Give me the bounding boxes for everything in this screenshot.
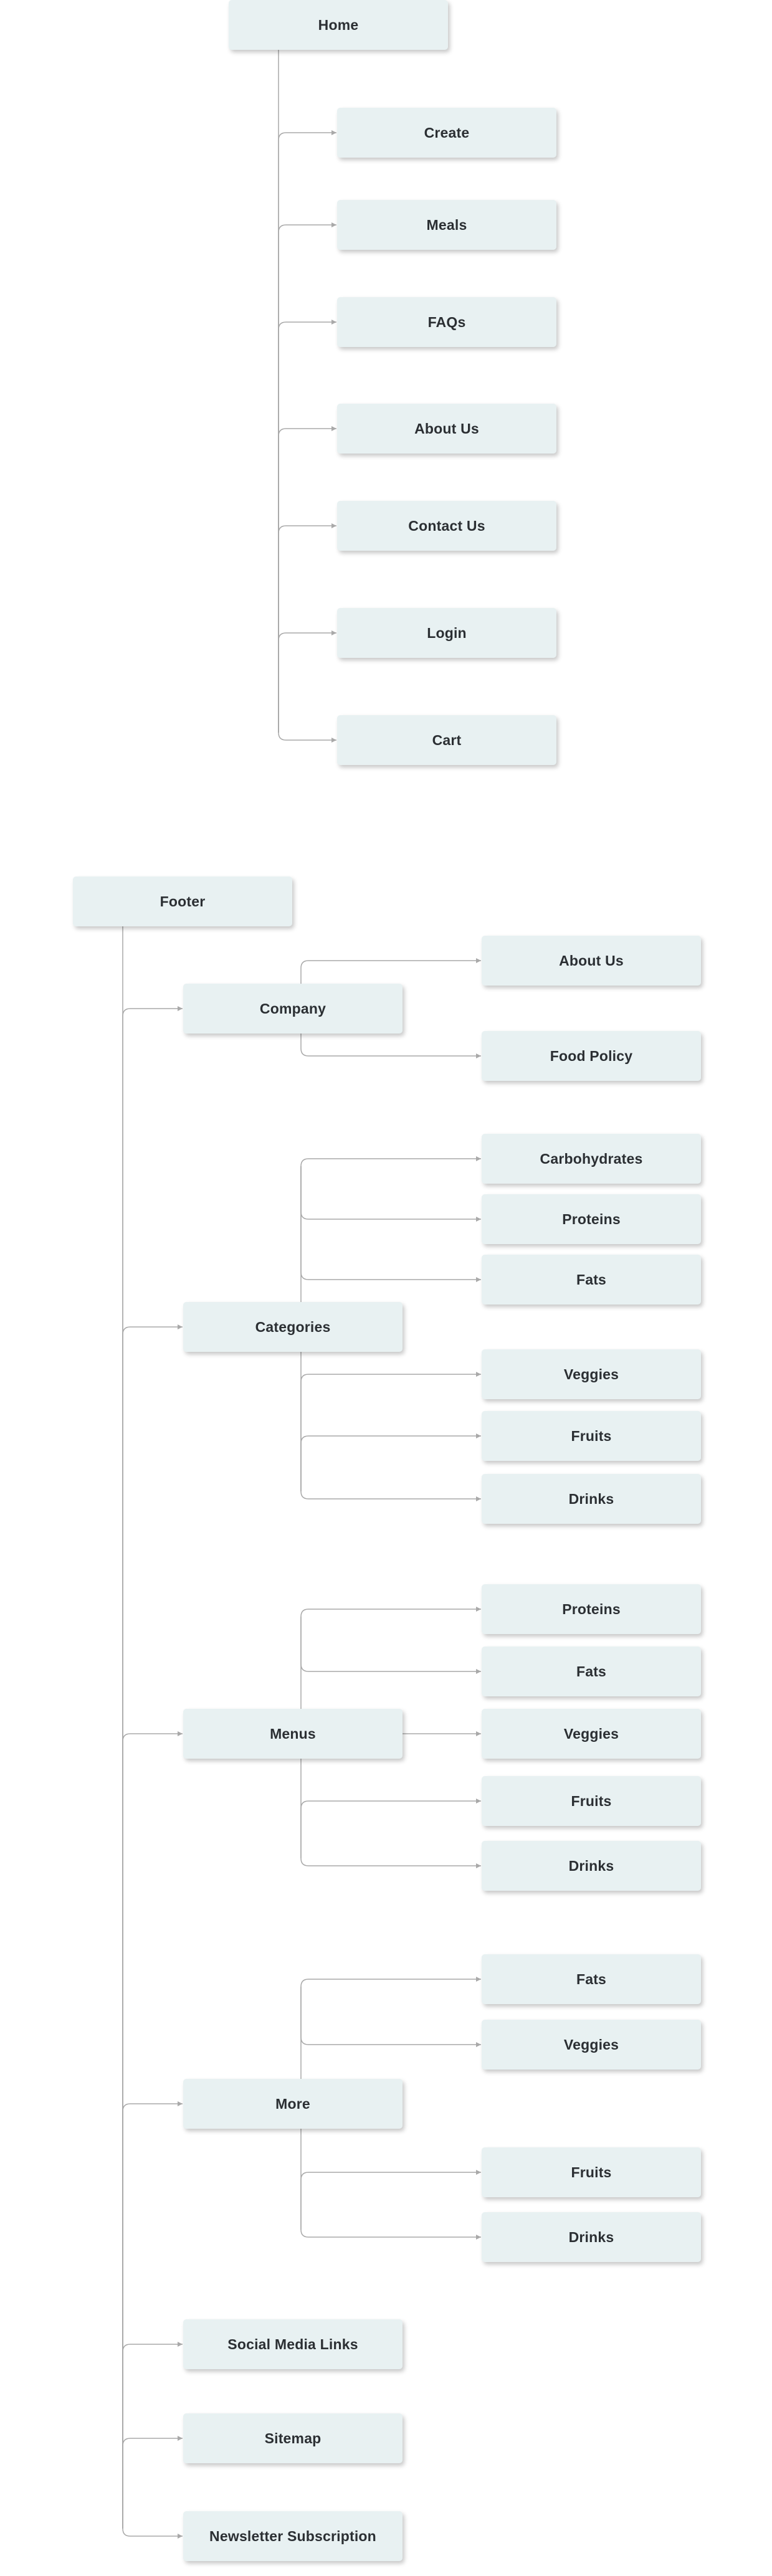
node-faqs[interactable]: FAQs	[337, 297, 556, 347]
categories-down-connector-0	[300, 1372, 481, 1491]
node-create[interactable]: Create	[337, 108, 556, 158]
node-menus-fats[interactable]: Fats	[482, 1647, 701, 1696]
company-up-connector-0	[300, 958, 481, 969]
node-contact-us[interactable]: Contact Us	[337, 501, 556, 551]
footer-connector-0	[122, 1006, 183, 2529]
node-categories-drinks[interactable]: Drinks	[482, 1474, 701, 1524]
node-more-drinks[interactable]: Drinks	[482, 2212, 701, 2262]
categories-up-connector-1	[300, 1166, 481, 1222]
footer-connector-1	[122, 1324, 183, 2529]
node-about-us[interactable]: About Us	[337, 404, 556, 454]
more-down-connector-0	[300, 2170, 481, 2230]
more-up-connector-0	[300, 1977, 481, 1987]
footer-connector-6	[122, 2528, 183, 2539]
node-categories-carbohydrates[interactable]: Carbohydrates	[482, 1134, 701, 1184]
home-connector-5	[278, 630, 336, 733]
node-footer[interactable]: Footer	[73, 877, 292, 926]
node-menus-fruits[interactable]: Fruits	[482, 1776, 701, 1826]
company-down-connector-0	[300, 1048, 481, 1058]
home-connector-0	[278, 130, 336, 733]
home-connector-2	[278, 320, 336, 733]
categories-down-connector-1	[300, 1433, 481, 1491]
node-categories-fats[interactable]: Fats	[482, 1255, 701, 1305]
more-up-connector-1	[300, 1987, 481, 2047]
categories-up-connector-2	[300, 1166, 481, 1282]
node-meals[interactable]: Meals	[337, 200, 556, 250]
node-login[interactable]: Login	[337, 608, 556, 658]
home-connector-6	[278, 732, 336, 743]
node-company-about-us[interactable]: About Us	[482, 936, 701, 986]
categories-up-connector-0	[300, 1156, 481, 1167]
footer-connector-3	[122, 2101, 183, 2529]
node-menus[interactable]: Menus	[183, 1709, 403, 1759]
node-sitemap[interactable]: Sitemap	[183, 2413, 403, 2463]
node-company[interactable]: Company	[183, 984, 403, 1034]
footer-connector-5	[122, 2436, 183, 2529]
node-more-fats[interactable]: Fats	[482, 1954, 701, 2004]
node-social-media-links[interactable]: Social Media Links	[183, 2319, 403, 2369]
node-more-fruits[interactable]: Fruits	[482, 2147, 701, 2197]
node-categories-proteins[interactable]: Proteins	[482, 1194, 701, 1244]
node-categories-fruits[interactable]: Fruits	[482, 1411, 701, 1461]
menus-down-connector-0	[300, 1799, 481, 1858]
home-connector-1	[278, 222, 336, 733]
node-home[interactable]: Home	[229, 0, 448, 50]
more-down-connector-1	[300, 2229, 481, 2240]
menus-down-connector-1	[300, 1858, 481, 1868]
node-categories-veggies[interactable]: Veggies	[482, 1349, 701, 1399]
home-connector-4	[278, 523, 336, 733]
node-categories[interactable]: Categories	[183, 1302, 403, 1352]
node-more-veggies[interactable]: Veggies	[482, 2020, 701, 2070]
node-company-food-policy[interactable]: Food Policy	[482, 1031, 701, 1081]
node-more[interactable]: More	[183, 2079, 403, 2129]
node-menus-drinks[interactable]: Drinks	[482, 1841, 701, 1891]
categories-down-connector-2	[300, 1491, 481, 1501]
menus-up-connector-1	[300, 1617, 481, 1674]
home-connector-3	[278, 426, 336, 733]
node-menus-proteins[interactable]: Proteins	[482, 1584, 701, 1634]
node-cart[interactable]: Cart	[337, 715, 556, 765]
node-newsletter-subscription[interactable]: Newsletter Subscription	[183, 2511, 403, 2561]
footer-connector-4	[122, 2342, 183, 2529]
footer-connector-2	[122, 1731, 183, 2529]
node-menus-veggies[interactable]: Veggies	[482, 1709, 701, 1759]
menus-up-connector-0	[300, 1607, 481, 1617]
